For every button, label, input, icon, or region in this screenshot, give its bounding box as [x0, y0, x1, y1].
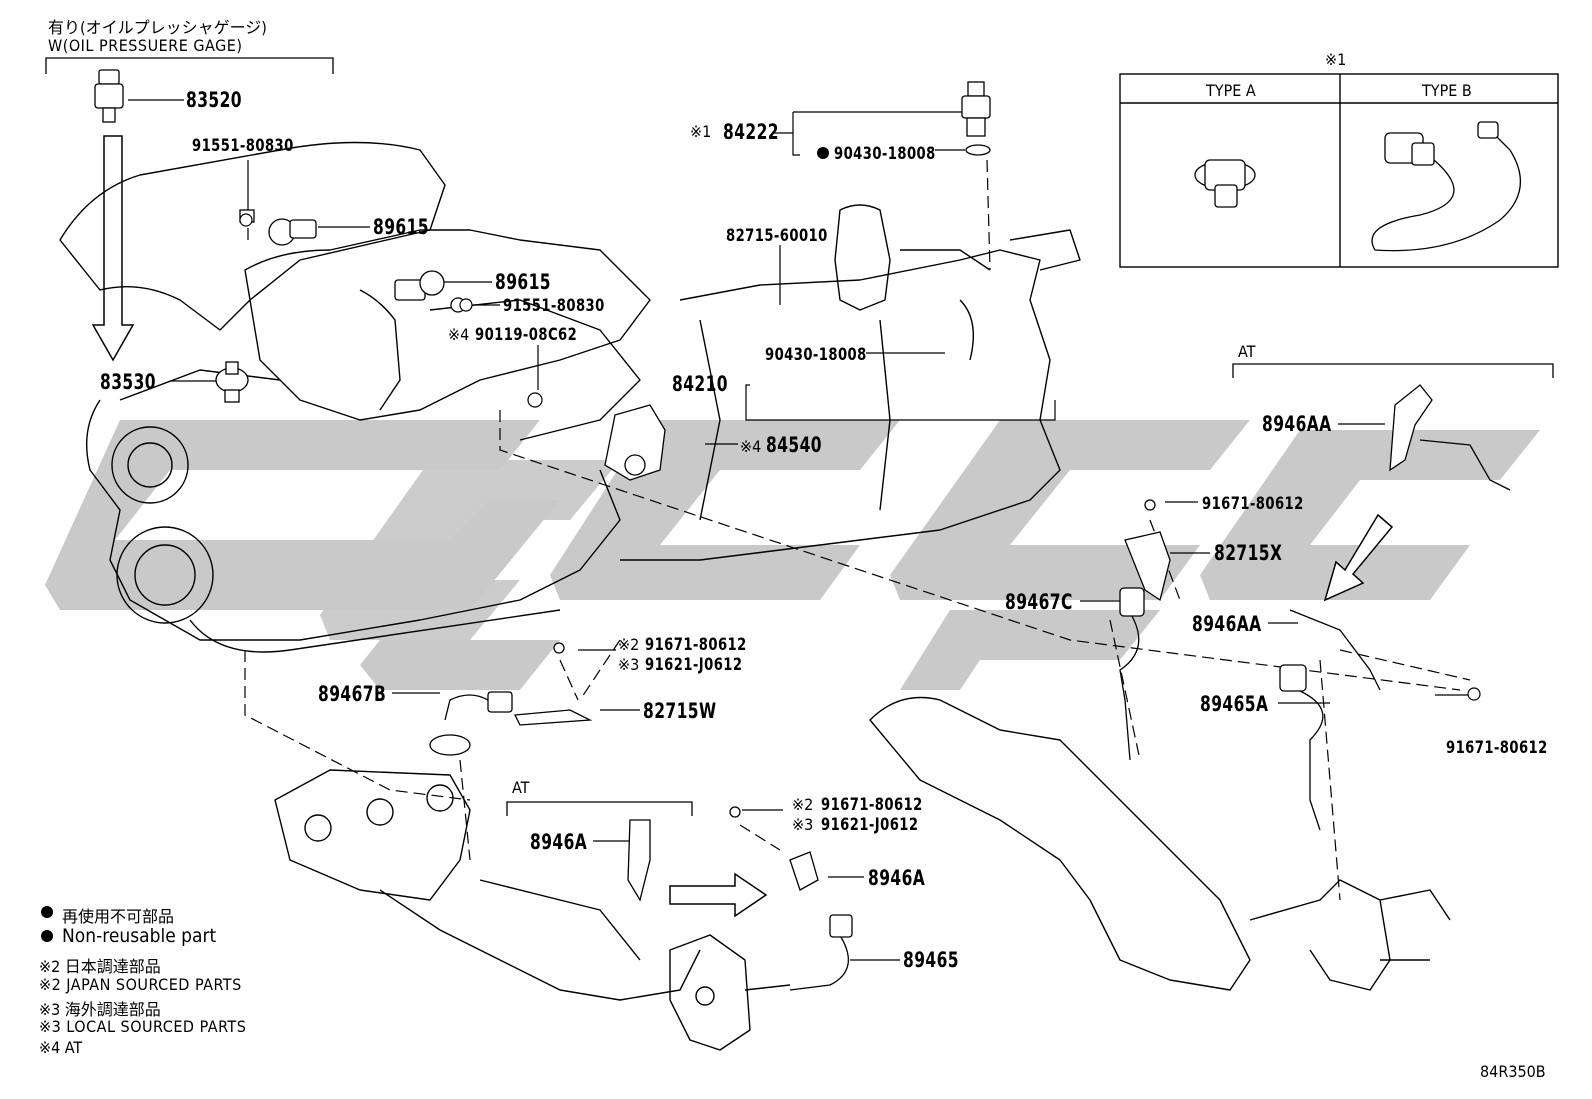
- part-label-89615-a[interactable]: 89615: [373, 215, 429, 239]
- part-89615-b-icon: [394, 270, 466, 313]
- at-label-right: AT: [1238, 342, 1256, 361]
- part-label-82715W[interactable]: 82715W: [643, 699, 717, 723]
- part-84222-icon: [961, 81, 991, 156]
- part-label-89465A[interactable]: 89465A: [1200, 692, 1269, 716]
- part-label-82715X[interactable]: 82715X: [1214, 541, 1283, 565]
- figure-code: 84R350B: [1480, 1062, 1546, 1081]
- part-label-83530[interactable]: 83530: [100, 370, 156, 394]
- part-89467C-icon: [1119, 587, 1145, 761]
- part-label-89467B[interactable]: 89467B: [318, 682, 387, 706]
- part-label-90119-08C62[interactable]: 90119-08C62: [475, 325, 578, 345]
- part-label-91551-80830-b[interactable]: 91551-80830: [503, 296, 605, 316]
- mark-91621-a: ※3: [618, 655, 640, 674]
- part-label-8946A-a[interactable]: 8946A: [530, 830, 588, 854]
- header-jp-text: 有り(オイルプレッシャゲージ): [48, 18, 267, 37]
- exhaust-left-drawing: [274, 769, 791, 1051]
- part-label-89465[interactable]: 89465: [903, 948, 959, 972]
- part-label-91621-J0612-b[interactable]: 91621-J0612: [821, 815, 919, 835]
- bolt-icons: [239, 213, 1481, 701]
- part-label-91671-80612-d[interactable]: 91671-80612: [821, 795, 923, 815]
- part-label-89615-b[interactable]: 89615: [495, 270, 551, 294]
- part-82715X-icon: [1124, 499, 1171, 602]
- part-label-82715-60010[interactable]: 82715-60010: [726, 226, 828, 246]
- part-label-91551-80830-a[interactable]: 91551-80830: [192, 136, 294, 156]
- part-8946A-icon: [627, 806, 819, 902]
- watermark-logo: [45, 420, 1540, 690]
- type-a-sensor-icon: [1194, 159, 1256, 208]
- part-83530-icon: [215, 361, 249, 403]
- part-89467B-icon: [429, 691, 513, 756]
- mark-91671-c: ※2: [618, 635, 640, 654]
- part-label-91621-J0612-a[interactable]: 91621-J0612: [645, 655, 743, 675]
- part-89465A-icon: [1279, 664, 1324, 831]
- type-b-label: TYPE B: [1422, 81, 1472, 100]
- mark-84222: ※1: [690, 122, 712, 141]
- at-label-bottom: AT: [512, 778, 530, 797]
- legend-line-4: ※2 JAPAN SOURCED PARTS: [39, 975, 242, 994]
- at-brackets: [506, 363, 1554, 816]
- part-89465-icon: [789, 914, 853, 991]
- engine-block-drawing: [59, 141, 651, 653]
- diagonal-arrow-icon: [1323, 513, 1394, 602]
- part-82715W-icon: [513, 642, 593, 726]
- mark-90119: ※4: [448, 325, 470, 344]
- part-label-91671-80612-a[interactable]: 91671-80612: [1202, 494, 1304, 514]
- exhaust-right-drawing: [869, 696, 1451, 991]
- type-box-frame: [1119, 73, 1559, 268]
- part-84540-icon: [604, 404, 666, 481]
- down-arrow-icon: [91, 135, 135, 362]
- part-label-91671-80612-c[interactable]: 91671-80612: [645, 635, 747, 655]
- mark-91671-d: ※2: [792, 795, 814, 814]
- legend-line-2: Non-reusable part: [62, 925, 217, 947]
- right-arrow-icon: [669, 872, 768, 918]
- part-label-91671-80612-b[interactable]: 91671-80612: [1446, 738, 1548, 758]
- non-reusable-dot-icons: [41, 147, 829, 942]
- header-en-text: W(OIL PRESSUERE GAGE): [48, 36, 243, 55]
- part-label-8946AA-b[interactable]: 8946AA: [1192, 612, 1262, 636]
- part-8946AA-icon: [1289, 384, 1511, 691]
- header-bracket: [45, 57, 334, 74]
- type-box-mark: ※1: [1325, 50, 1347, 69]
- part-label-84222[interactable]: 84222: [723, 120, 779, 144]
- part-89615-a-icon: [239, 209, 317, 246]
- legend-line-7: ※4 AT: [39, 1038, 83, 1057]
- part-label-89467C[interactable]: 89467C: [1005, 590, 1073, 614]
- part-label-8946A-b[interactable]: 8946A: [868, 866, 926, 890]
- legend-line-5: ※3 海外調達部品: [39, 1000, 161, 1019]
- part-label-84210[interactable]: 84210: [672, 372, 728, 396]
- type-a-label: TYPE A: [1206, 81, 1256, 100]
- mark-84540: ※4: [740, 437, 762, 456]
- legend-line-1: 再使用不可部品: [62, 907, 175, 926]
- part-label-83520[interactable]: 83520: [186, 88, 242, 112]
- part-83520-icon: [94, 69, 124, 123]
- part-label-84540[interactable]: 84540: [766, 433, 822, 457]
- legend-line-6: ※3 LOCAL SOURCED PARTS: [39, 1017, 247, 1036]
- legend-line-3: ※2 日本調達部品: [39, 957, 161, 976]
- type-b-sensor-icon: [1371, 121, 1522, 252]
- part-label-90430-18008-a[interactable]: 90430-18008: [834, 144, 936, 164]
- part-label-90430-18008-b[interactable]: 90430-18008: [765, 345, 867, 365]
- part-label-8946AA-a[interactable]: 8946AA: [1262, 412, 1332, 436]
- mark-91621-b: ※3: [792, 815, 814, 834]
